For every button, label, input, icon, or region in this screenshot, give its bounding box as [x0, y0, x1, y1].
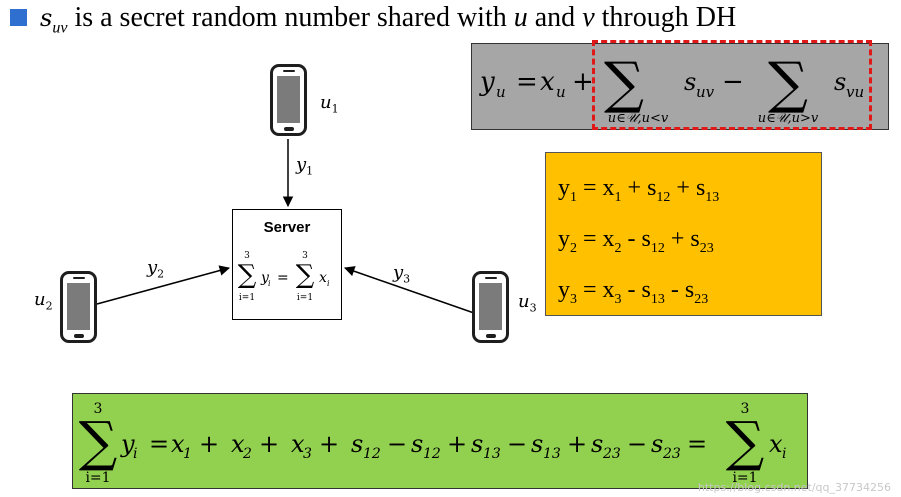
masked-values-box: y1 = x1 + s12 + s13 y2 = x2 - s12 + s23 …	[545, 152, 822, 316]
total-op-7: +	[567, 430, 587, 458]
symbol-s-sub: uv	[52, 19, 68, 37]
symbol-s: s	[40, 4, 53, 32]
total-sum1-lower: i=1	[85, 470, 110, 486]
mask-formula-box: y u = x u + ∑ u∈𝒰,u<v s uv − ∑ u∈𝒰,u>v s…	[471, 43, 889, 130]
svg-text:∑: ∑	[768, 51, 808, 116]
total-term-1: x	[171, 430, 185, 458]
node-label-u2: u2	[34, 289, 53, 313]
phone-u2-icon	[60, 271, 97, 343]
server-title: Server	[263, 219, 311, 236]
total-op-2: +	[259, 430, 279, 458]
total-sum2-upper: 3	[741, 401, 750, 417]
total-final-term: x	[769, 430, 783, 458]
mask-x-sub: u	[556, 83, 566, 101]
mask-s2-sub: vu	[846, 83, 864, 101]
mask-sum1-lower: u∈𝒰,u<v	[608, 111, 669, 126]
server-left-term: y	[260, 270, 270, 286]
phone-u1-icon	[270, 64, 307, 136]
header-v: v	[582, 2, 595, 33]
server-left-sub: i	[268, 279, 271, 288]
total-term-sub-8: 23	[602, 446, 621, 462]
slide-header: suv is a secret random number shared wit…	[40, 2, 736, 45]
svg-text:∑: ∑	[726, 410, 765, 473]
svg-text:∑: ∑	[238, 260, 257, 290]
total-term-4: s	[351, 430, 363, 458]
server-sum1-upper: 3	[244, 251, 250, 261]
bullet-square-icon	[10, 9, 27, 26]
total-term-sub-7: 13	[543, 446, 561, 462]
mask-highlight-dashed	[592, 40, 872, 130]
mask-lhs-sub: u	[496, 83, 506, 101]
mask-s1: s	[684, 68, 696, 96]
masked-eq-1: y1 = x1 + s12 + s13	[558, 175, 720, 205]
total-sum1-upper: 3	[94, 401, 103, 417]
mask-sum2-lower: u∈𝒰,u>v	[758, 111, 819, 126]
mask-s1-sub: uv	[696, 83, 715, 101]
total-term-sub-9: 23	[662, 446, 681, 462]
total-op-1: +	[199, 430, 219, 458]
total-term-sub-3: 3	[303, 446, 312, 462]
total-term-5: s	[411, 430, 423, 458]
server-equals: =	[277, 270, 289, 286]
arrow-u3-to-server	[344, 266, 475, 314]
total-term-7: s	[531, 430, 543, 458]
server-sum2-upper: 3	[302, 251, 308, 261]
mask-formula: y u = x u + ∑ u∈𝒰,u<v s uv − ∑ u∈𝒰,u>v s…	[479, 51, 864, 126]
total-op-3: +	[319, 430, 339, 458]
mask-plus: +	[572, 67, 594, 97]
total-final-sub: i	[782, 446, 786, 462]
edge-label-y1: y1	[296, 154, 314, 178]
total-term-sub-1: 1	[183, 446, 192, 462]
node-label-u1: u1	[320, 92, 339, 116]
header-and: and	[527, 2, 583, 33]
svg-text:∑: ∑	[79, 410, 118, 473]
total-op-5: +	[447, 430, 467, 458]
total-op-4: −	[387, 430, 407, 458]
masked-eq-3: y3 = x3 - s13 - s23	[558, 277, 709, 307]
mask-x: x	[540, 67, 555, 97]
svg-text:∑: ∑	[604, 51, 644, 116]
header-u: u	[513, 2, 528, 33]
svg-text:∑: ∑	[296, 260, 315, 290]
total-op-9: =	[687, 430, 707, 458]
mask-minus: −	[722, 67, 744, 97]
masked-eq-2: y2 = x2 - s12 + s23	[558, 226, 714, 256]
header-text: is a secret random number shared with	[67, 2, 514, 33]
total-term-3: x	[291, 430, 305, 458]
edge-label-y2: y2	[147, 257, 165, 281]
total-term-sub-0: i	[133, 446, 137, 462]
watermark: https://blog.csdn.net/qq_37734256	[697, 481, 891, 494]
phone-u3-icon	[472, 271, 509, 343]
server-right-sub: i	[327, 279, 330, 288]
mask-eq: =	[516, 67, 538, 97]
total-term-sub-4: 12	[363, 446, 381, 462]
mask-s2: s	[834, 68, 846, 96]
server-right-term: x	[319, 270, 327, 286]
arrow-u2-to-server	[96, 265, 231, 305]
total-term-0: y	[120, 430, 135, 458]
server-sum1-lower: i=1	[239, 293, 255, 303]
total-op-8: −	[627, 430, 647, 458]
total-term-2: x	[231, 430, 245, 458]
server-node: Server 3 ∑ i=1 y i = 3 ∑ i=1 x i	[232, 209, 342, 320]
total-term-8: s	[591, 430, 603, 458]
header-tail: through DH	[594, 2, 737, 33]
edge-label-y3: y3	[393, 262, 411, 286]
node-label-u3: u3	[518, 291, 537, 315]
total-term-9: s	[651, 430, 663, 458]
mask-lhs: y	[479, 67, 495, 97]
total-term-sub-6: 13	[483, 446, 501, 462]
total-op-0: =	[149, 430, 169, 458]
total-sum2-lower: i=1	[732, 470, 757, 486]
total-term-6: s	[471, 430, 483, 458]
total-term-sub-5: 12	[423, 446, 441, 462]
total-term-sub-2: 2	[242, 446, 252, 462]
server-sum-equation: 3 ∑ i=1 y i = 3 ∑ i=1 x i	[238, 251, 330, 303]
server-sum2-lower: i=1	[297, 293, 313, 303]
total-op-6: −	[507, 430, 527, 458]
